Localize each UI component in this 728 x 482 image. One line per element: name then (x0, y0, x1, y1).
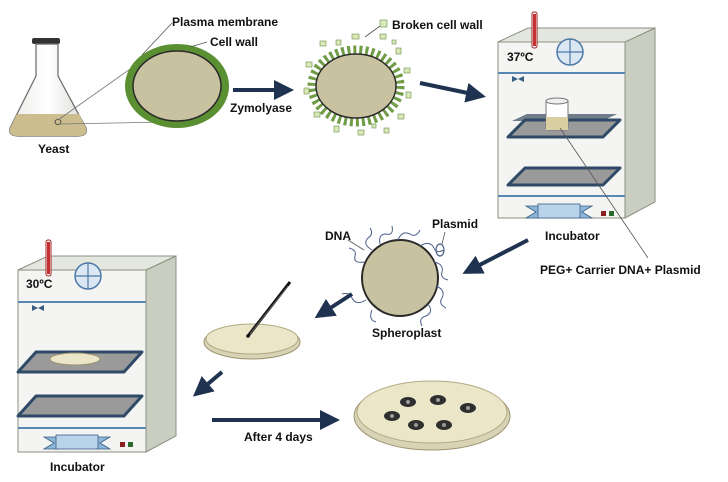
zymolyase-label: Zymolyase (230, 101, 292, 115)
arrow-to-incubator (419, 81, 486, 103)
dna-pointer (347, 239, 365, 251)
broken-wall-pointer (364, 25, 381, 38)
incubator-top-label: Incubator (545, 229, 600, 243)
plate-in-incubator-icon (49, 352, 101, 366)
temp-top-label: 37ºC (507, 50, 534, 64)
after-days-label: After 4 days (244, 430, 313, 444)
spreader-rod-icon (246, 281, 292, 338)
cell-wall-label: Cell wall (210, 35, 258, 49)
petri-dish-icon (203, 323, 301, 360)
temp-bottom-label: 30ºC (26, 277, 53, 291)
plasma-membrane-pointer (141, 22, 173, 56)
yeast-cell-icon (125, 44, 229, 128)
spheroplast-label: Spheroplast (372, 326, 441, 340)
spheroplast-icon (341, 225, 449, 327)
arrow-to-incubator-bottom (192, 370, 224, 397)
tube-icon (545, 97, 569, 131)
fan-icon (556, 38, 584, 66)
broken-cell-wall-label: Broken cell wall (392, 18, 483, 32)
incubator-bottom-label: Incubator (50, 460, 105, 474)
thermometer-icon (531, 11, 538, 49)
peg-mix-label: PEG+ Carrier DNA+ Plasmid (540, 263, 701, 277)
arrow-to-spheroplast (462, 238, 529, 274)
fan-icon (74, 262, 102, 290)
cell-wall-pointer (189, 41, 208, 48)
plasmid-label: Plasmid (432, 217, 478, 231)
hinge-icon (512, 76, 524, 82)
thermometer-icon (45, 239, 52, 277)
yeast-flask-icon (9, 38, 87, 137)
colony-plate-icon (353, 380, 511, 451)
incubator-bottom (16, 255, 177, 453)
arrow-to-petri (314, 292, 354, 319)
ribbon-icon (42, 434, 112, 450)
dna-label: DNA (325, 229, 351, 243)
ribbon-icon (524, 203, 594, 219)
broken-cell-icon (303, 33, 412, 136)
plasma-membrane-label: Plasma membrane (172, 15, 278, 29)
plasmid-pointer (441, 231, 446, 245)
peg-pointer (559, 127, 649, 259)
hinge-icon (32, 305, 44, 311)
yeast-label: Yeast (38, 142, 69, 156)
broken-wall-legend-icon (379, 19, 388, 28)
plasmid-ring-icon (435, 243, 445, 257)
